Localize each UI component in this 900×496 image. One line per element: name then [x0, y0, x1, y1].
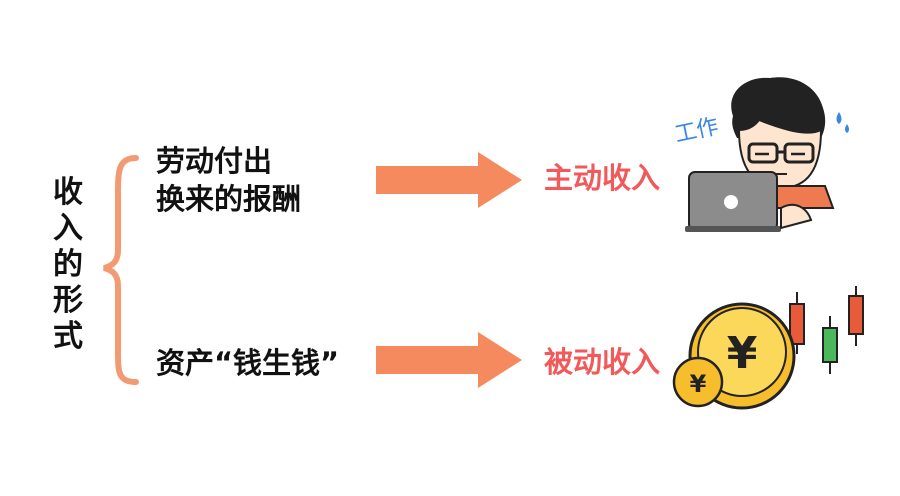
diagram-title: 收 入 的 形 式 — [46, 175, 90, 355]
form-active-line-2: 换来的报酬 — [156, 182, 302, 216]
result-active-income: 主动收入 — [544, 161, 661, 195]
work-label: 工作 — [673, 114, 721, 148]
title-char: 形 — [53, 283, 83, 318]
form-active-line-1: 劳动付出 — [156, 144, 273, 178]
coins-illustration: ¥ ¥ — [672, 286, 864, 410]
arrow-passive — [376, 332, 522, 388]
arrow-active — [376, 152, 522, 208]
title-char: 收 — [53, 175, 83, 210]
result-passive-income: 被动收入 — [544, 345, 661, 379]
coin-symbol-small: ¥ — [690, 370, 707, 398]
curly-brace — [103, 155, 139, 385]
title-char: 式 — [53, 319, 83, 354]
form-passive-line-1: 资产“钱生钱” — [156, 346, 340, 380]
coin-symbol: ¥ — [727, 328, 758, 379]
worker-illustration: 工作 — [673, 77, 849, 232]
title-char: 入 — [53, 211, 83, 246]
title-char: 的 — [53, 247, 83, 282]
